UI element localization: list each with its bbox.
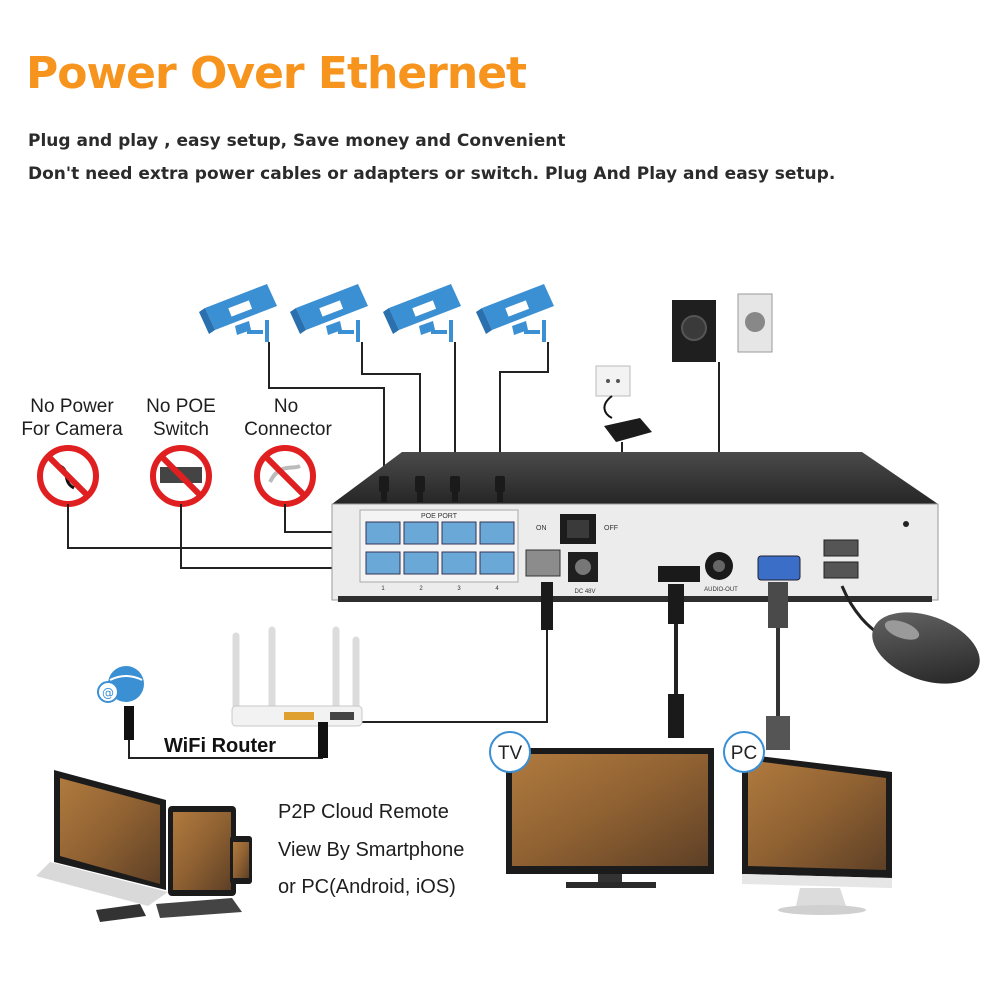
wifi-router-icon — [231, 626, 363, 727]
off-label: OFF — [604, 525, 618, 532]
subtitle-2: Don't need extra power cables or adapter… — [28, 164, 836, 184]
port-number-2: 2 — [419, 586, 423, 592]
no-power-label-1: No Power — [30, 396, 114, 417]
mouse-icon — [872, 612, 980, 684]
page-title: Power Over Ethernet — [26, 48, 527, 99]
no-poe-label-1: No POE — [146, 396, 216, 417]
remote-line-2: View By Smartphone — [278, 839, 464, 861]
remote-line-1: P2P Cloud Remote — [278, 801, 449, 823]
remote-devices-icon — [36, 770, 252, 922]
vga-port — [757, 555, 801, 581]
speakers-icon — [672, 293, 773, 362]
pc-badge — [723, 731, 765, 773]
usb-port-2 — [823, 561, 859, 579]
internet-globe-icon: @ — [97, 666, 144, 703]
poe-port-label: POE PORT — [421, 513, 458, 520]
nvr-device: POE PORT 1 2 3 4 ON OFF DC 48V AUDIO- — [331, 452, 939, 602]
ip-camera-3-icon — [381, 282, 463, 344]
port-number-4: 4 — [495, 586, 499, 592]
on-label: ON — [536, 525, 547, 532]
pc-label: PC — [731, 743, 757, 764]
no-connector-label-2: Connector — [244, 419, 332, 440]
tv-label: TV — [498, 743, 523, 764]
router-label: WiFi Router — [164, 735, 276, 757]
port-number-3: 3 — [457, 586, 461, 592]
no-connector-icon — [254, 445, 316, 507]
poe-ports — [365, 521, 515, 575]
no-power-label-2: For Camera — [21, 419, 123, 440]
svg-text:@: @ — [102, 686, 114, 700]
icon-connector-lines — [67, 504, 365, 569]
no-power-icon — [37, 445, 99, 507]
usb-port-1 — [823, 539, 859, 557]
ip-camera-2-icon — [288, 282, 370, 344]
dc-label: DC 48V — [574, 589, 595, 595]
audio-out-label: AUDIO-OUT — [704, 587, 738, 593]
no-connector-label-1: No — [274, 396, 298, 417]
ip-camera-4-icon — [474, 282, 556, 344]
no-poe-label-2: Switch — [153, 419, 209, 440]
remote-line-3: or PC(Android, iOS) — [278, 876, 456, 898]
subtitle-1: Plug and play , easy setup, Save money a… — [28, 131, 566, 151]
power-adapter-icon — [604, 418, 652, 442]
no-poe-switch-icon — [150, 445, 212, 507]
tv-badge — [489, 731, 531, 773]
ip-camera-1-icon — [197, 282, 279, 344]
tv-monitor-icon — [506, 748, 714, 888]
port-number-1: 1 — [381, 586, 385, 592]
lan-port — [525, 549, 561, 577]
pc-monitor-icon — [742, 754, 892, 915]
hdmi-port — [658, 566, 700, 582]
wall-socket-icon — [595, 365, 631, 419]
